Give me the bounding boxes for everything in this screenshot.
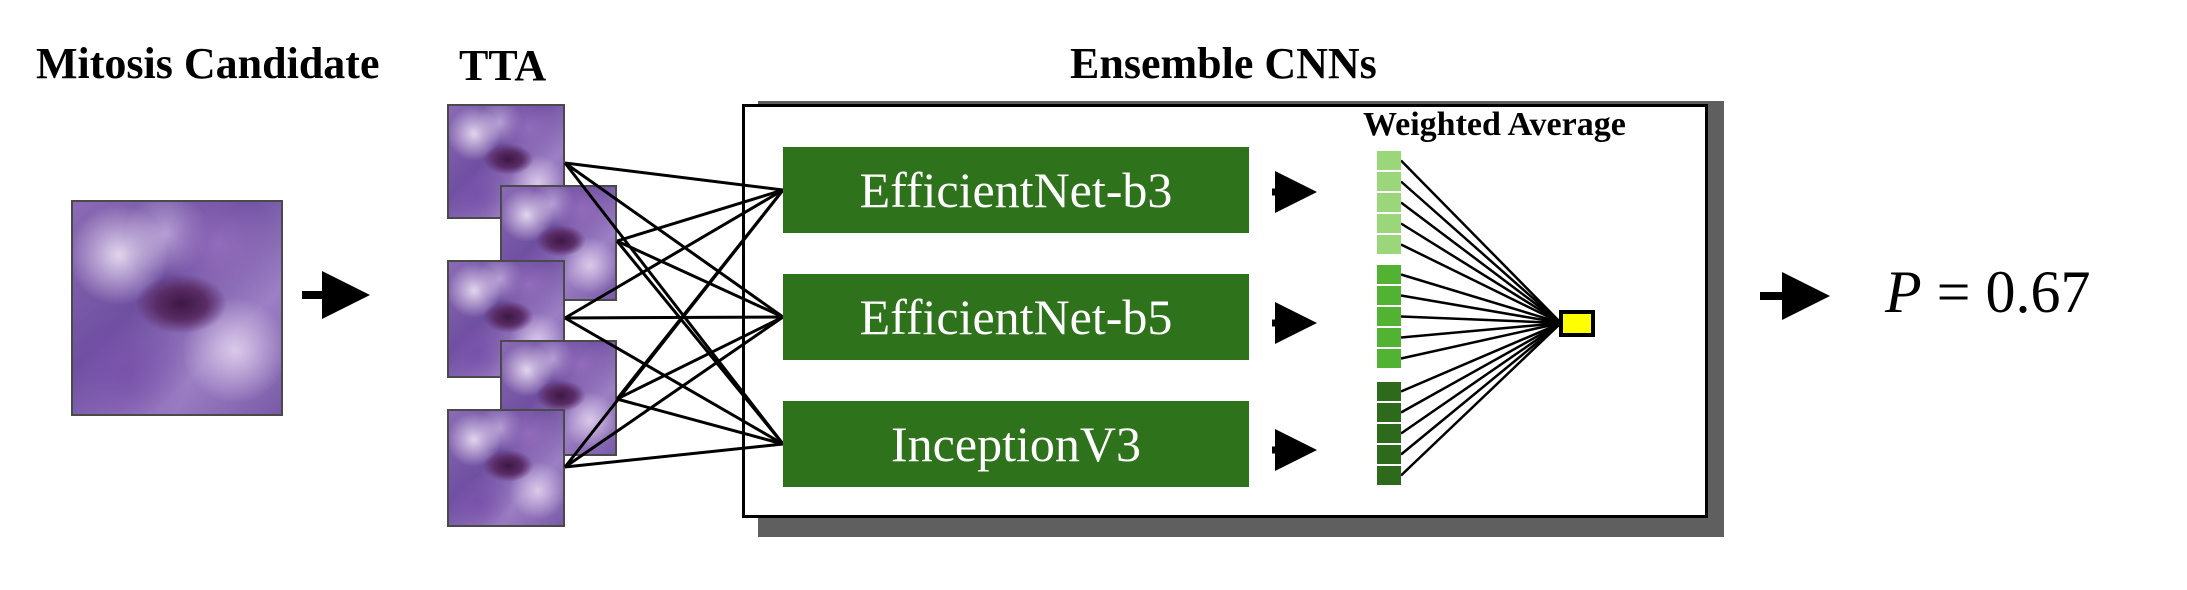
model-box-inceptionv3: InceptionV3	[783, 401, 1249, 487]
tta-label: TTA	[459, 41, 547, 90]
output-probability: P = 0.67	[1885, 258, 2091, 327]
model-box-efficientnet-b3: EfficientNet-b3	[783, 147, 1249, 233]
tta-augmented-image	[447, 409, 565, 527]
mitosis-candidate-image	[71, 200, 283, 416]
output-equals: =	[1936, 259, 1971, 325]
output-value: 0.67	[1985, 259, 2091, 325]
weighted-average-label: Weighted Average	[1363, 106, 1626, 143]
mitosis-candidate-label: Mitosis Candidate	[36, 39, 380, 88]
output-variable: P	[1885, 259, 1922, 325]
ensemble-cnns-label: Ensemble CNNs	[1070, 39, 1377, 88]
model-box-efficientnet-b5: EfficientNet-b5	[783, 274, 1249, 360]
